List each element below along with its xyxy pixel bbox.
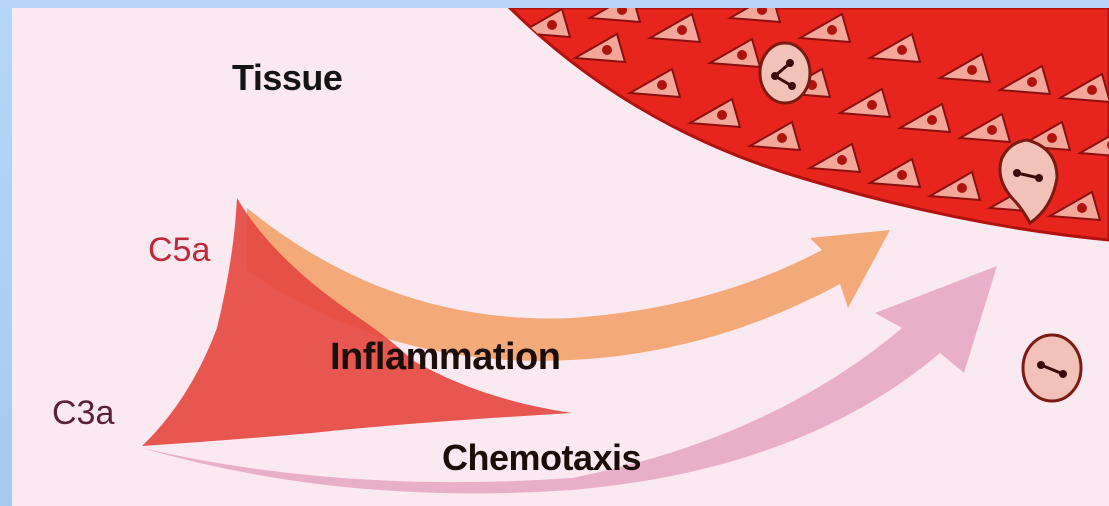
cell-nucleus [867, 100, 877, 110]
c3a-label: C3a [52, 396, 114, 430]
cell-nucleus [927, 115, 937, 125]
cell-nucleus [777, 133, 787, 143]
diagram-panel: Tissue C5a C3a Inflammation Chemotaxis [12, 8, 1109, 506]
cell-nucleus [1087, 85, 1097, 95]
cell-nucleus [1027, 77, 1037, 87]
cell-nucleus [737, 50, 747, 60]
cell-nucleus [897, 170, 907, 180]
cell-nucleus [547, 20, 557, 30]
cell-nucleus [1077, 203, 1087, 213]
cell-nucleus [967, 65, 977, 75]
cell-nucleus [677, 25, 687, 35]
cell-nucleus [657, 80, 667, 90]
cell-nucleus [957, 183, 967, 193]
cell-nucleus [837, 155, 847, 165]
c5a-label: C5a [148, 233, 210, 267]
cell-nucleus [717, 110, 727, 120]
cell-nucleus [827, 25, 837, 35]
chemotaxis-label: Chemotaxis [442, 440, 641, 476]
leukocyte-icon [760, 43, 810, 103]
cell-nucleus [897, 45, 907, 55]
cell-nucleus [602, 45, 612, 55]
cell-nucleus [987, 125, 997, 135]
tissue-label: Tissue [232, 60, 342, 96]
leukocyte-icon [1023, 335, 1081, 401]
cell-nucleus [1047, 133, 1057, 143]
inflammation-label: Inflammation [330, 338, 560, 376]
